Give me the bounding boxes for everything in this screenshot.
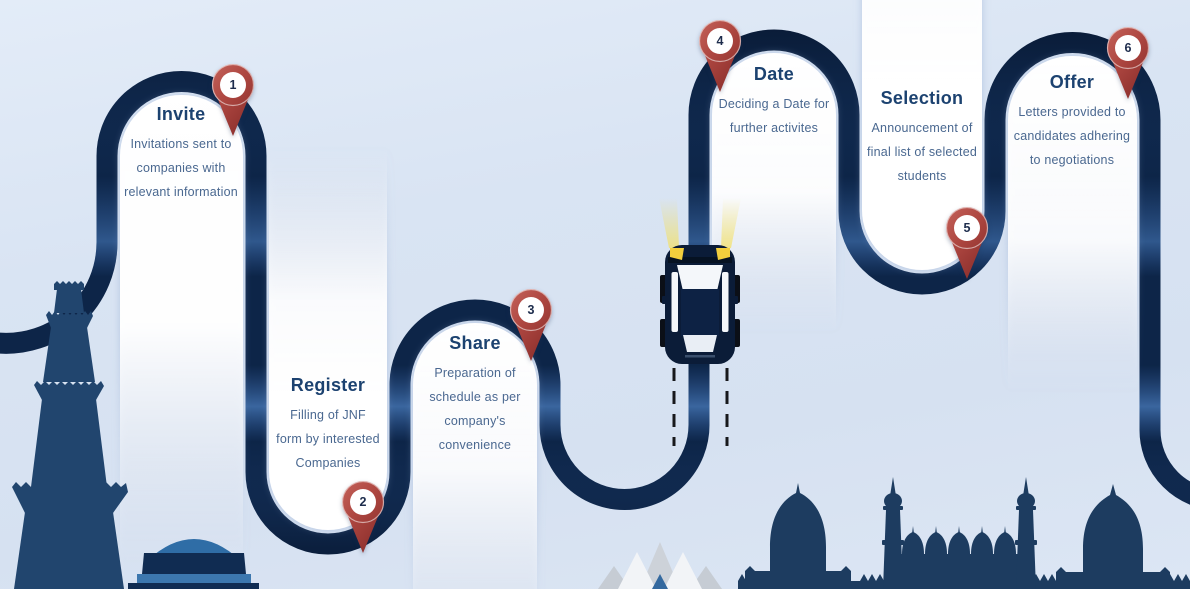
pin-number: 1 — [229, 78, 237, 92]
tire-tracks — [672, 368, 729, 446]
car-top-view-icon — [659, 198, 741, 364]
dome-building-silhouette — [128, 539, 259, 589]
map-pin-1-icon: 1 — [210, 62, 256, 140]
map-pin-2-icon: 2 — [340, 479, 386, 557]
map-pin-6-icon: 6 — [1105, 25, 1151, 103]
map-pin-5-icon: 5 — [944, 205, 990, 283]
mosque-skyline-silhouette — [738, 477, 1190, 589]
qutub-minar-silhouette — [12, 281, 128, 589]
map-pin-3-icon: 3 — [508, 287, 554, 365]
pin-number: 6 — [1124, 41, 1132, 55]
lotus-temple-silhouette — [598, 542, 722, 589]
pin-number: 3 — [527, 303, 535, 317]
map-pin-4-icon: 4 — [697, 18, 743, 96]
headlight-beam-left — [659, 198, 679, 248]
capsule-share — [413, 323, 537, 589]
pin-number: 2 — [359, 495, 367, 509]
capsule-register — [269, 0, 387, 530]
capsule-date — [712, 53, 836, 589]
pin-number: 5 — [963, 221, 971, 235]
capsule-invite — [120, 95, 243, 589]
step-capsules — [120, 0, 1137, 589]
capsule-selection — [862, 0, 982, 270]
headlight-beam-right — [721, 198, 741, 248]
capsule-offer — [1008, 56, 1137, 589]
pin-number: 4 — [716, 34, 724, 48]
